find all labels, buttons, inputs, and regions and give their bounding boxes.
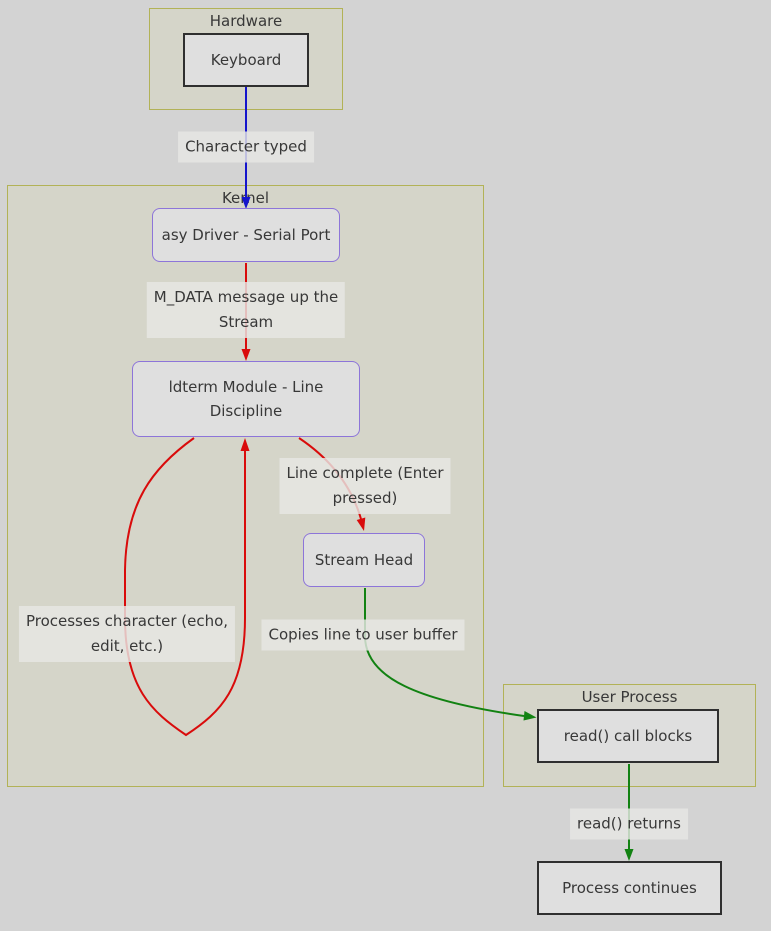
edge-label-processes-character: Processes character (echo, edit, etc.) <box>18 606 236 662</box>
node-stream-head-label: Stream Head <box>314 551 414 569</box>
arrowhead-stream-head-to-read <box>523 711 537 721</box>
arrowhead-ldterm-to-stream-head <box>356 517 366 531</box>
edge-label-mdata-message: M_DATA message up the Stream <box>146 282 346 338</box>
arrowhead-asy-to-ldterm <box>241 349 251 361</box>
edge-label-copies-line: Copies line to user buffer <box>261 619 465 651</box>
arrowhead-keyboard-to-asy <box>241 197 251 209</box>
edge-ldterm-self-loop <box>124 437 246 737</box>
cluster-hardware-title: Hardware <box>209 12 283 30</box>
node-process-continues: Process continues <box>537 861 722 915</box>
node-keyboard-label: Keyboard <box>210 51 282 69</box>
node-read-call-blocks: read() call blocks <box>537 709 719 763</box>
arrowhead-read-to-process <box>624 849 634 861</box>
node-ldterm-module-label: ldterm Module - Line Discipline <box>168 378 324 420</box>
cluster-user-process-title: User Process <box>581 688 678 706</box>
edge-label-read-returns: read() returns <box>570 808 688 840</box>
node-stream-head: Stream Head <box>303 533 425 587</box>
node-asy-driver: asy Driver - Serial Port <box>152 208 340 262</box>
arrowhead-ldterm-self-loop <box>240 438 250 451</box>
node-keyboard: Keyboard <box>183 33 309 87</box>
node-ldterm-module: ldterm Module - Line Discipline <box>132 361 360 437</box>
node-asy-driver-label: asy Driver - Serial Port <box>161 226 331 244</box>
node-process-continues-label: Process continues <box>562 879 697 897</box>
node-read-call-blocks-label: read() call blocks <box>563 727 693 745</box>
edge-label-line-complete: Line complete (Enter pressed) <box>279 458 451 514</box>
edge-label-character-typed: Character typed <box>178 131 314 163</box>
edge-stream-head-to-read <box>364 588 525 717</box>
